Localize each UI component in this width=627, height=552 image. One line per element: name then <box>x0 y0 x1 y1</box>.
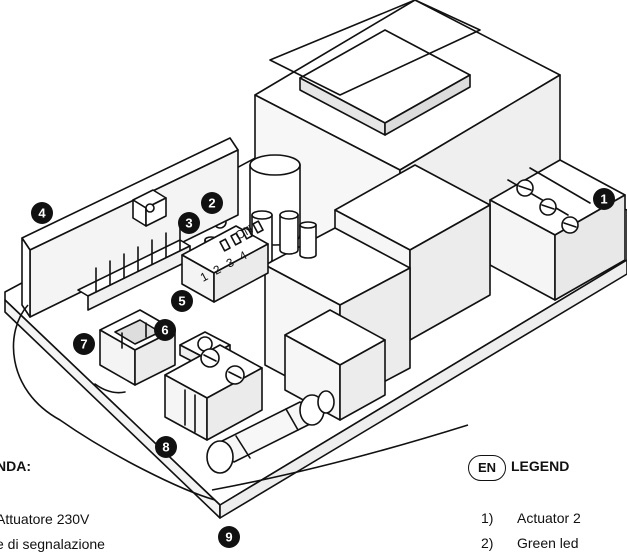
legend-it-item-2: e di segnalazione <box>0 536 105 552</box>
terminal-block-right <box>489 159 626 301</box>
wire-loose <box>211 424 469 491</box>
legend-en-item-1: Actuator 2 <box>517 510 581 526</box>
callout-9: 9 <box>218 526 240 548</box>
callout-1: 1 <box>593 188 615 210</box>
legend-en-num-1: 1) <box>481 510 494 526</box>
legend-it-title: NDA: <box>0 458 31 474</box>
callout-6: 6 <box>154 319 176 341</box>
legend-en-num-2: 2) <box>481 535 494 551</box>
svg-text:8: 8 <box>162 440 169 455</box>
callout-5: 5 <box>171 290 193 312</box>
terminal-block-lower <box>164 344 263 441</box>
legend-it-item-1: Attuatore 230V <box>0 511 90 527</box>
callout-4: 4 <box>31 202 53 224</box>
callout-3: 3 <box>178 212 200 234</box>
antenna-wire <box>12 304 216 501</box>
svg-text:6: 6 <box>161 323 168 338</box>
svg-text:1: 1 <box>600 192 607 207</box>
callout-7: 7 <box>73 333 95 355</box>
svg-text:4: 4 <box>38 206 46 221</box>
fuse <box>206 390 335 474</box>
connector-2pin <box>99 309 176 386</box>
svg-text:3: 3 <box>185 216 192 231</box>
dip-switch <box>181 220 269 303</box>
callout-8: 8 <box>155 436 177 458</box>
svg-text:2: 2 <box>208 196 215 211</box>
en-language-badge: EN <box>468 455 506 481</box>
svg-text:5: 5 <box>178 294 185 309</box>
legend-en-title: LEGEND <box>511 458 570 474</box>
svg-text:9: 9 <box>225 530 232 545</box>
svg-text:7: 7 <box>80 337 87 352</box>
legend-en-item-2: Green led <box>517 535 579 551</box>
antenna-pcb <box>21 137 239 318</box>
callout-2: 2 <box>201 192 223 214</box>
